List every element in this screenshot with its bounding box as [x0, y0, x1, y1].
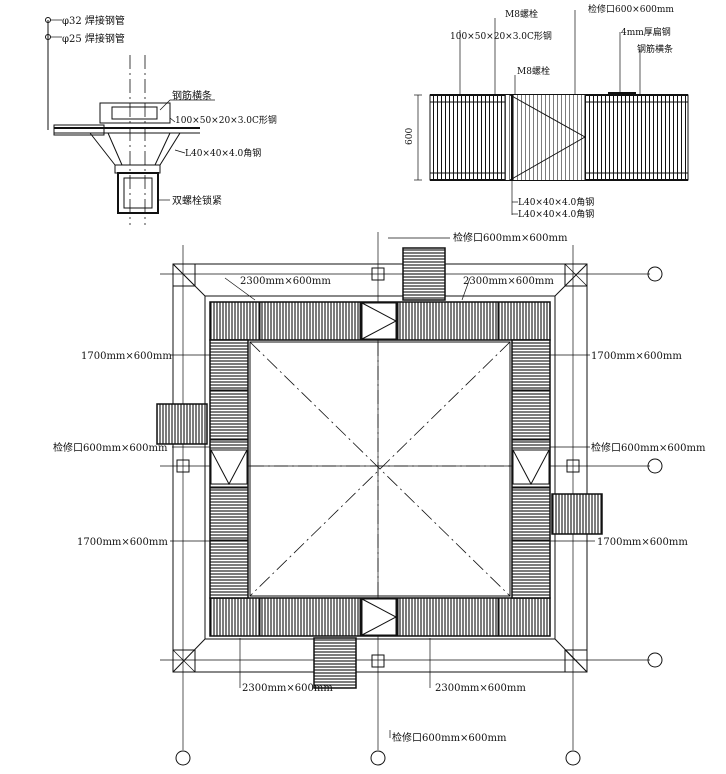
label-angle-2: L40×40×4.0角钢 [518, 208, 594, 220]
label-hatch-right: 检修口600mm×600mm [591, 441, 706, 454]
label-angle-1: L40×40×4.0角钢 [518, 196, 594, 208]
grid-bubble [647, 266, 663, 282]
label-angle-steel-left: L40×40×4.0角钢 [185, 147, 261, 159]
label-c-steel-right: 100×50×20×3.0C形钢 [450, 30, 552, 42]
grid-bubble [565, 750, 581, 766]
label-dim-600: 600 [405, 128, 415, 145]
label-right-upper-panel: 1700mm×600mm [591, 351, 682, 362]
label-top-right-panel: 2300mm×600mm [463, 276, 554, 287]
plan-view: 检修口600mm×600mm 2300mm×600mm 2300mm×600mm… [53, 231, 706, 766]
access-stair-right [551, 493, 603, 535]
section-detail-left: φ32 焊接钢管 φ25 焊接钢管 钢筋横条 100×50×20×3.0C形钢 … [45, 14, 277, 225]
label-bottom-left-panel: 2300mm×600mm [242, 683, 333, 694]
label-hatch-top-detail: 检修口600×600mm [588, 3, 674, 15]
label-left-lower-panel: 1700mm×600mm [77, 537, 168, 548]
access-stair-left [156, 403, 208, 445]
label-pipe-25: φ25 焊接钢管 [62, 32, 125, 45]
label-top-left-panel: 2300mm×600mm [240, 276, 331, 287]
label-rebar-purlin-left: 钢筋横条 [172, 89, 212, 102]
grid-bubble [370, 750, 386, 766]
label-rebar-purlin-right: 钢筋横条 [637, 43, 673, 55]
access-stair-bottom [313, 637, 357, 689]
grid-bubble [647, 652, 663, 668]
label-hatch-bottom: 检修口600mm×600mm [392, 731, 507, 744]
grid-bubble [647, 458, 663, 474]
access-stair-top [402, 247, 446, 301]
label-m8-bolt-top: M8螺栓 [505, 8, 538, 20]
section-detail-right: 600 M8螺栓 检修口600×600mm 100×50×20×3.0C形钢 4… [405, 3, 689, 220]
grid-bubble [175, 750, 191, 766]
label-flat-steel: 4mm厚扁钢 [621, 26, 671, 38]
label-bottom-right-panel: 2300mm×600mm [435, 683, 526, 694]
label-c-steel-left: 100×50×20×3.0C形钢 [175, 114, 277, 126]
label-double-bolt: 双螺栓锁紧 [172, 194, 222, 207]
label-pipe-32: φ32 焊接钢管 [62, 14, 125, 27]
label-hatch-top: 检修口600mm×600mm [453, 231, 568, 244]
label-m8-bolt-mid: M8螺栓 [517, 65, 550, 77]
label-right-lower-panel: 1700mm×600mm [597, 537, 688, 548]
label-hatch-left: 检修口600mm×600mm [53, 441, 168, 454]
label-left-upper-panel: 1700mm×600mm [81, 351, 172, 362]
